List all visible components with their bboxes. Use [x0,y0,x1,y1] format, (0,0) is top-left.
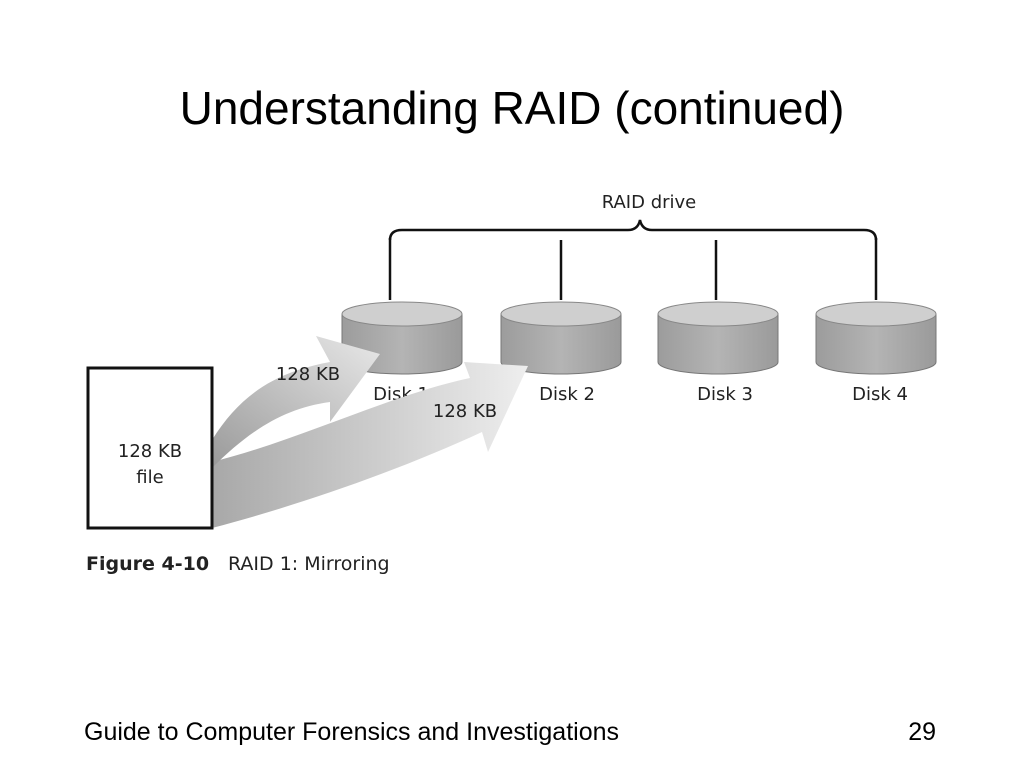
file-box [86,366,214,530]
disk-3 [657,301,779,375]
raid-drive-label: RAID drive [602,192,697,213]
arrow-to-disk-2 [212,362,528,528]
disk-2-label: Disk 2 [539,384,595,405]
file-label-line-1: 128 KB [118,441,182,462]
page-number: 29 [908,718,936,746]
arrow-to-disk-1 [212,336,380,468]
arrow-2-label: 128 KB [433,401,497,422]
figure-caption-text: RAID 1: Mirroring [228,553,390,575]
disk-4-label: Disk 4 [852,384,908,405]
raid-brace [388,219,878,241]
disk-3-label: Disk 3 [697,384,753,405]
disk-2 [500,301,622,375]
footer-text: Guide to Computer Forensics and Investig… [84,718,619,746]
disk-4 [815,301,937,375]
arrow-1-label: 128 KB [276,364,340,385]
figure-caption-number: Figure 4-10 [86,553,209,575]
file-label-line-2: file [136,467,163,488]
slide-title: Understanding RAID (continued) [179,82,845,134]
